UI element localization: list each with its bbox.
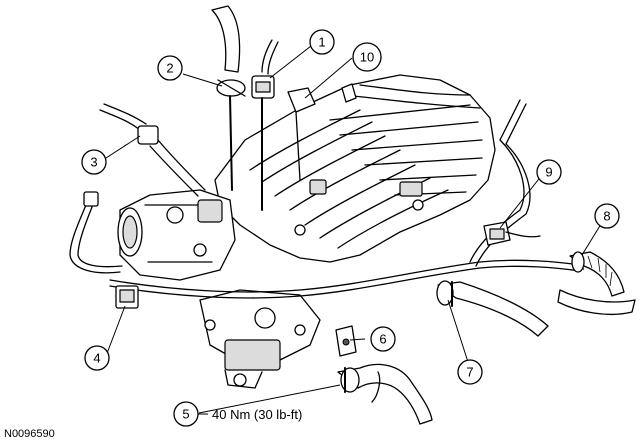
vacuum-hose-upper — [211, 5, 246, 191]
torque-spec: 40 Nm (30 lb-ft) — [212, 407, 302, 422]
callout-5-label: 5 — [182, 407, 189, 422]
callout-1-label: 1 — [318, 35, 325, 50]
callout-7: 7 — [457, 359, 483, 385]
callout-9: 9 — [536, 159, 562, 185]
callout-3-label: 3 — [90, 155, 97, 170]
coolant-hose-right — [436, 280, 549, 337]
callout-2-label: 2 — [166, 61, 173, 76]
callout-2: 2 — [157, 55, 183, 81]
callout-9-label: 9 — [545, 165, 552, 180]
callout-1: 1 — [309, 29, 335, 55]
harness-connector-lower-left — [115, 285, 139, 309]
figure-id: N0096590 — [4, 428, 55, 440]
callout-8-label: 8 — [603, 209, 610, 224]
wiring-bracket — [287, 83, 357, 181]
egr-valve-assembly — [199, 289, 321, 389]
callout-3: 3 — [81, 149, 107, 175]
harness-connector-left — [99, 103, 223, 223]
callout-7-label: 7 — [466, 365, 473, 380]
harness-connector-right — [483, 221, 541, 246]
callout-10-label: 10 — [360, 50, 374, 65]
callout-4: 4 — [84, 345, 110, 371]
callout-6-label: 6 — [379, 332, 386, 347]
wiring-harness — [69, 99, 581, 299]
callout-5: 5 — [173, 401, 199, 427]
sensor-connector — [251, 39, 279, 211]
callout-8: 8 — [594, 203, 620, 229]
intake-manifold — [214, 74, 496, 263]
callout-10: 10 — [352, 42, 382, 72]
callout-4-label: 4 — [93, 351, 100, 366]
vacuum-fitting — [335, 325, 357, 357]
callout-6: 6 — [370, 326, 396, 352]
coolant-hose-bottom — [337, 363, 433, 425]
pcv-hose-corrugated — [557, 251, 636, 315]
